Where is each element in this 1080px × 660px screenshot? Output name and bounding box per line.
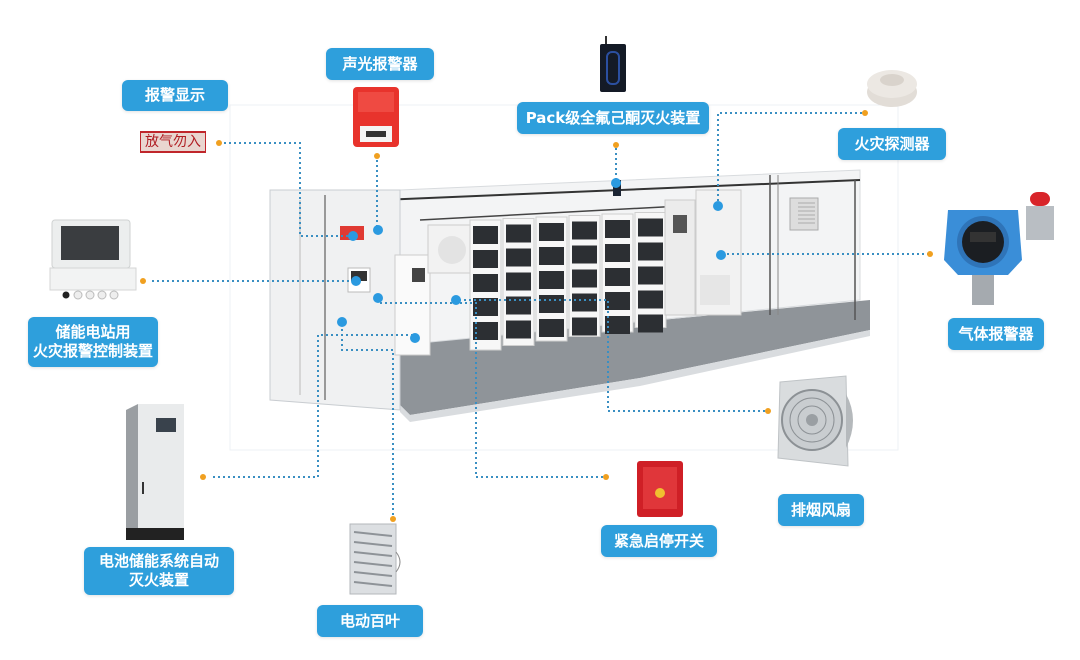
battery-module — [605, 316, 630, 334]
battery-module — [539, 223, 564, 241]
sound-light-alarm-icon — [353, 87, 399, 147]
battery-module — [572, 293, 597, 312]
node-dot — [373, 225, 383, 235]
label-emergency-switch: 紧急启停开关 — [601, 525, 717, 557]
battery-module — [539, 247, 564, 265]
battery-module — [506, 248, 531, 267]
pack-extinguisher-icon — [600, 36, 626, 92]
label-auto-fire-suppression: 电池储能系统自动 灭火装置 — [84, 547, 234, 595]
connector-electric-louver — [341, 323, 394, 515]
battery-module — [638, 266, 663, 285]
gas-detector-icon — [944, 192, 1054, 305]
battery-module — [473, 274, 498, 292]
node-dot — [611, 178, 621, 188]
battery-module — [473, 298, 498, 316]
louver-icon — [349, 523, 401, 595]
endpoint-dot — [200, 474, 206, 480]
battery-module — [539, 271, 564, 289]
battery-module — [572, 221, 597, 240]
node-dot — [348, 231, 358, 241]
fire-suppression-cabinet-icon — [126, 404, 184, 540]
fire-alarm-controller-icon — [49, 219, 137, 300]
battery-module — [506, 224, 531, 243]
alarm-display-sign-icon: 放气勿入 — [140, 131, 206, 153]
battery-module — [638, 242, 663, 261]
node-dot — [337, 317, 347, 327]
battery-module — [605, 292, 630, 310]
battery-module — [638, 290, 663, 309]
connector-alarm-display — [219, 142, 353, 237]
battery-module — [638, 218, 663, 237]
battery-module — [572, 317, 597, 336]
label-fire-detector: 火灾探测器 — [838, 128, 946, 160]
battery-module — [473, 226, 498, 244]
label-pack-fire-suppression: Pack级全氟己酮灭火装置 — [517, 102, 709, 134]
node-dot — [373, 293, 383, 303]
battery-module — [473, 250, 498, 268]
connector-emergency-switch — [378, 302, 603, 478]
endpoint-dot — [927, 251, 933, 257]
label-gas-alarm: 气体报警器 — [948, 318, 1044, 350]
battery-module — [572, 245, 597, 264]
node-dot — [410, 333, 420, 343]
endpoint-dot — [140, 278, 146, 284]
connector-smoke-exhaust-fan — [456, 299, 765, 412]
connector-auto-fire-suppression — [213, 334, 415, 478]
battery-module — [572, 269, 597, 288]
node-dot — [451, 295, 461, 305]
label-electric-louver: 电动百叶 — [317, 605, 423, 637]
emergency-stop-switch-icon — [637, 461, 683, 517]
smoke-detector-icon — [867, 70, 917, 107]
endpoint-dot — [216, 140, 222, 146]
battery-module — [605, 220, 630, 238]
endpoint-dot — [765, 408, 771, 414]
battery-module — [506, 272, 531, 291]
endpoint-dot — [603, 474, 609, 480]
label-smoke-exhaust-fan: 排烟风扇 — [778, 494, 864, 526]
endpoint-dot — [374, 153, 380, 159]
node-dot — [716, 250, 726, 260]
label-fire-alarm-controller: 储能电站用 火灾报警控制装置 — [28, 317, 158, 367]
endpoint-dot — [613, 142, 619, 148]
exhaust-fan-icon — [777, 375, 853, 467]
node-dot — [713, 201, 723, 211]
battery-module — [539, 319, 564, 337]
connector-fire-detector — [717, 112, 862, 205]
battery-module — [605, 268, 630, 286]
endpoint-dot — [862, 110, 868, 116]
battery-module — [506, 320, 531, 339]
label-alarm-display: 报警显示 — [122, 80, 228, 111]
endpoint-dot — [390, 516, 396, 522]
battery-module — [638, 314, 663, 333]
label-sound-light-alarm: 声光报警器 — [326, 48, 434, 80]
node-dot — [351, 276, 361, 286]
battery-module — [473, 322, 498, 340]
battery-module — [605, 244, 630, 262]
